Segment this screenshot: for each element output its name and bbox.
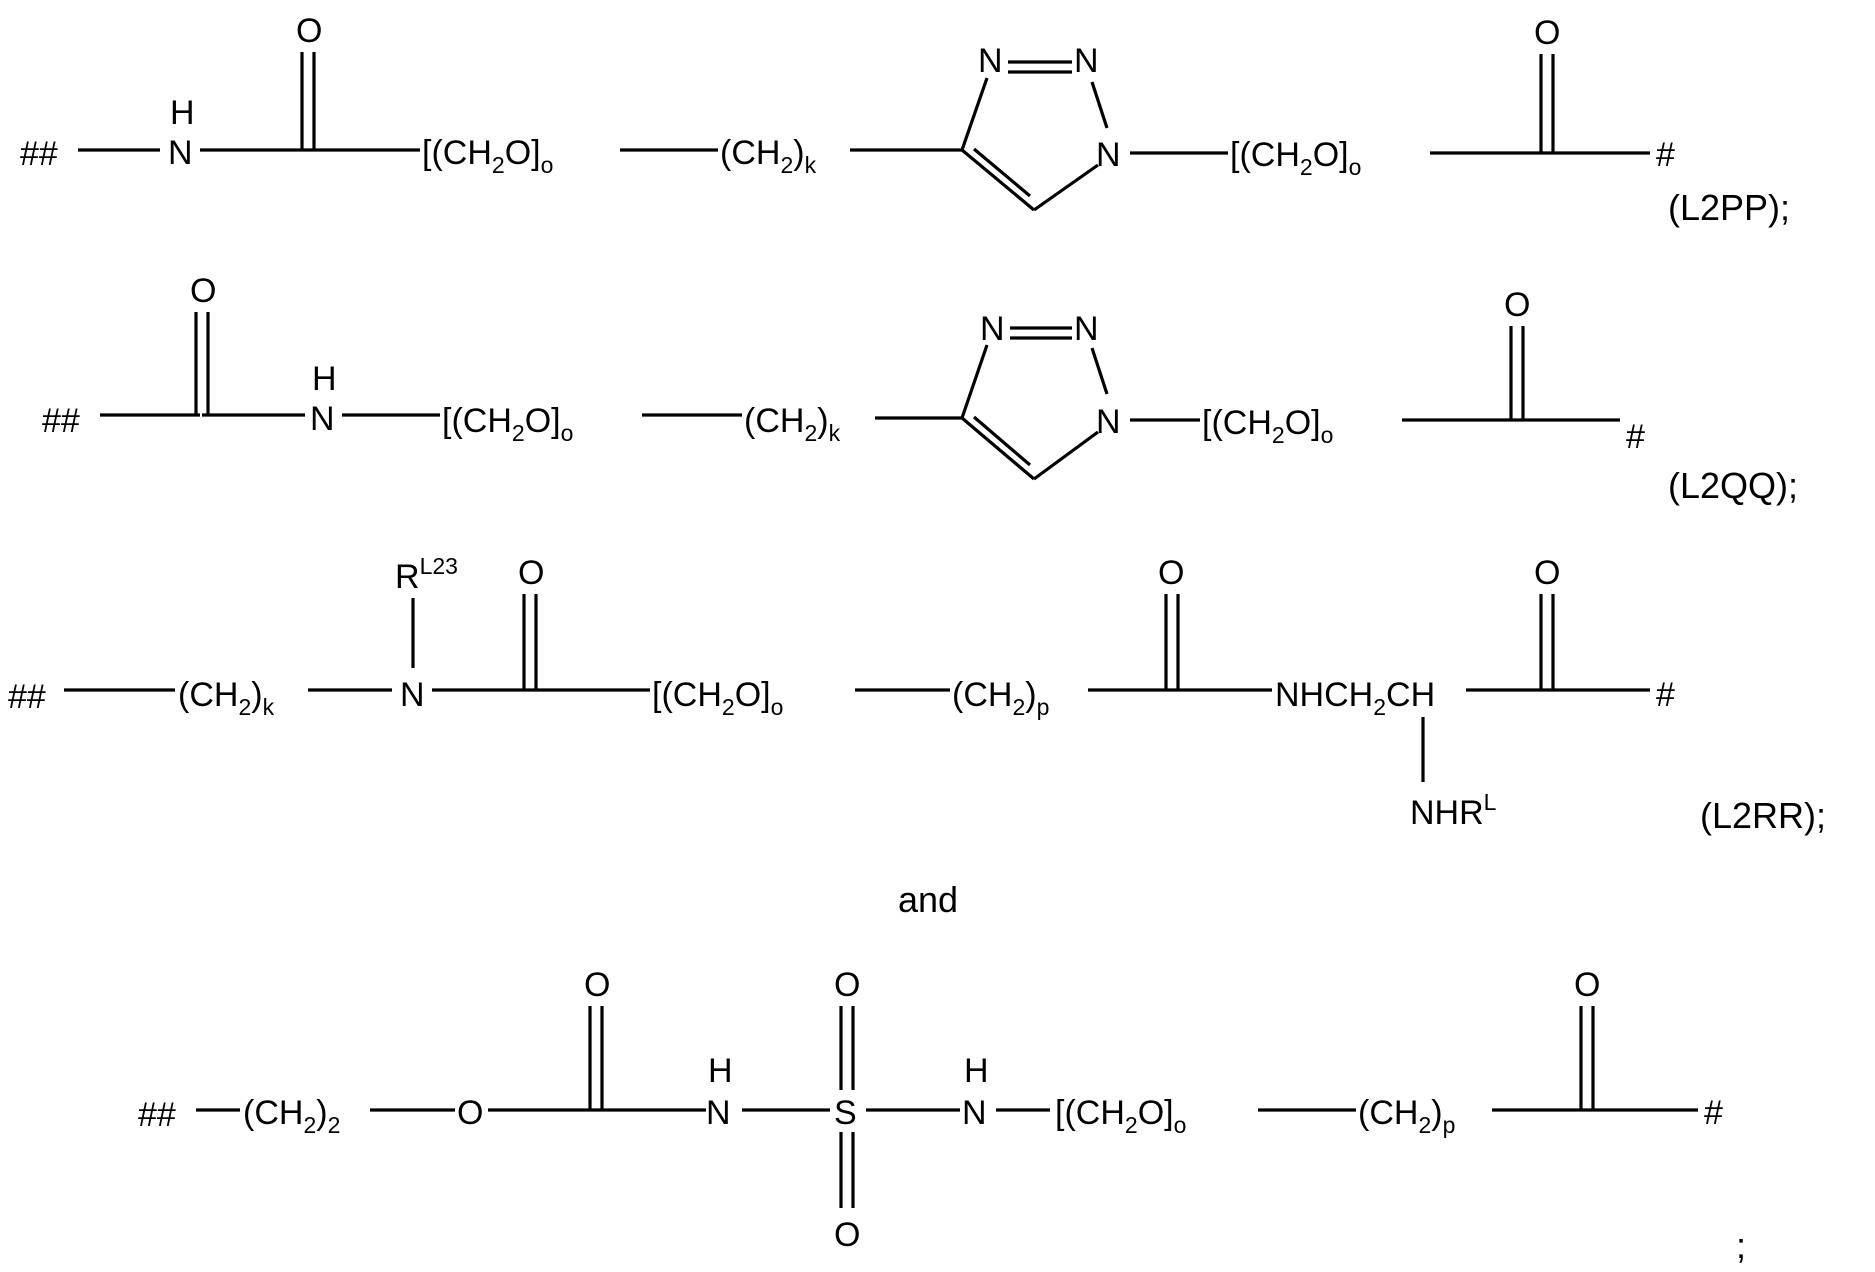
nh-n: N [168, 134, 193, 172]
end-marker: # [1656, 676, 1675, 714]
structure-label: (L2RR); [1700, 795, 1826, 836]
peg-group: [(CH2O]o [652, 676, 783, 720]
sulfur: S [834, 1094, 857, 1132]
ring-bond [1092, 348, 1107, 394]
nh-h: H [964, 1052, 989, 1090]
start-marker: ## [8, 678, 46, 716]
nh-h: H [170, 94, 195, 132]
end-marker: # [1626, 418, 1645, 456]
carbonyl-oxygen: O [518, 554, 544, 592]
structure-4: ## (CH2)2 O O H N O S O H N [(CH2O]o (CH… [138, 966, 1746, 1266]
nh-n: N [310, 400, 335, 438]
start-marker: ## [138, 1096, 176, 1134]
ch2-k-group: (CH2)k [720, 134, 817, 178]
carbonyl-oxygen: O [296, 12, 322, 50]
nhr-group: NHRL [1410, 789, 1497, 832]
structure-l2qq: ## O H N [(CH2O]o (CH2)k N N N [(CH2O]o … [42, 272, 1798, 506]
ch2-k-group: (CH2)k [744, 402, 841, 446]
structure-l2rr: ## (CH2)k RL23 N O [(CH2O]o (CH2)p O NHC… [8, 553, 1826, 836]
carbonyl-oxygen: O [1158, 554, 1184, 592]
nh-n: N [706, 1094, 731, 1132]
end-marker: # [1704, 1094, 1723, 1132]
peg-group: [(CH2O]o [442, 402, 573, 446]
ring-bond [962, 345, 987, 418]
sulfonyl-oxygen: O [834, 966, 860, 1004]
ring-inner-double-bond [974, 149, 1030, 196]
nh-n: N [962, 1094, 987, 1132]
r-group: RL23 [395, 553, 458, 596]
carbonyl-oxygen: O [584, 966, 610, 1004]
ring-bond [1034, 432, 1098, 479]
nh-h: H [312, 360, 337, 398]
start-marker: ## [20, 135, 58, 173]
triazole-n: N [1096, 403, 1121, 441]
peg-group: [(CH2O]o [422, 134, 553, 178]
ring-bond [962, 78, 987, 150]
start-marker: ## [42, 402, 80, 440]
ch2-p-group: (CH2)p [1358, 1094, 1455, 1138]
ch2-2-group: (CH2)2 [243, 1094, 340, 1138]
peg-group: [(CH2O]o [1055, 1094, 1186, 1138]
sulfonyl-oxygen: O [834, 1216, 860, 1254]
triazole-n: N [980, 310, 1005, 348]
connector-text: and [898, 879, 958, 920]
peg-group: [(CH2O]o [1202, 404, 1333, 448]
structure-label: ; [1736, 1225, 1746, 1266]
amide-n: N [400, 676, 425, 714]
ether-oxygen: O [457, 1094, 483, 1132]
carbonyl-oxygen: O [190, 272, 216, 310]
ring-inner-double-bond [974, 417, 1030, 465]
carbonyl-oxygen: O [1504, 286, 1530, 324]
carbonyl-oxygen: O [1574, 966, 1600, 1004]
end-marker: # [1656, 136, 1675, 174]
peg-group: [(CH2O]o [1230, 136, 1361, 180]
ch2-p-group: (CH2)p [952, 676, 1049, 720]
ch2-k-group: (CH2)k [178, 676, 275, 720]
triazole-n: N [1074, 310, 1099, 348]
nh-h: H [708, 1052, 733, 1090]
ring-bond [962, 150, 1034, 210]
triazole-n: N [1096, 136, 1121, 174]
carbonyl-oxygen: O [1534, 14, 1560, 52]
nhch2ch-group: NHCH2CH [1275, 676, 1435, 720]
structure-label: (L2QQ); [1668, 465, 1798, 506]
structure-l2pp: ## H N O [(CH2O]o (CH2)k N N N [(CH2O]o … [20, 12, 1790, 228]
ring-bond [1092, 82, 1107, 128]
ring-bond [1034, 165, 1098, 210]
structure-label: (L2PP); [1668, 187, 1790, 228]
carbonyl-oxygen: O [1534, 554, 1560, 592]
ring-bond [962, 418, 1034, 479]
triazole-n: N [978, 42, 1003, 80]
triazole-n: N [1074, 42, 1099, 80]
